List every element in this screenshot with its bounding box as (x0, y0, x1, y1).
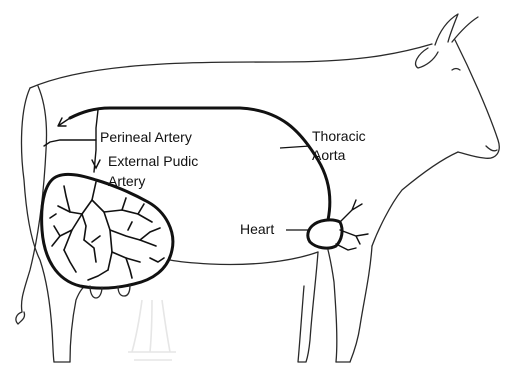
external-pudic-label-line1: External Pudic (108, 153, 198, 169)
thoracic-leader (280, 146, 310, 148)
aorta-arrowhead (58, 118, 70, 126)
thoracic-aorta-label-line1: Thoracic (312, 128, 366, 144)
external-pudic-label-line2: Artery (108, 173, 145, 189)
thoracic-aorta-label-line2: Aorta (312, 147, 346, 163)
heart-label: Heart (240, 221, 274, 237)
throat-dewlap (372, 152, 458, 246)
mammary-branches (50, 182, 164, 280)
back-line (30, 44, 432, 88)
front-leg-front (350, 246, 372, 362)
leaders (280, 146, 310, 230)
perineal-branch (44, 140, 96, 146)
cow-outline (16, 14, 499, 362)
eye (452, 69, 460, 71)
belly (170, 252, 318, 265)
branch-arrow (92, 160, 100, 168)
ear (416, 48, 438, 68)
rump-rear-leg (22, 88, 54, 362)
muzzle (486, 146, 497, 151)
udder (42, 174, 173, 298)
watermark (128, 300, 176, 360)
front-leg-far (298, 252, 318, 362)
rear-leg-front (70, 286, 86, 362)
external-pudic-branch (94, 110, 98, 172)
head (455, 40, 499, 158)
front-leg-back (328, 250, 337, 362)
perineal-artery-label: Perineal Artery (100, 129, 192, 145)
